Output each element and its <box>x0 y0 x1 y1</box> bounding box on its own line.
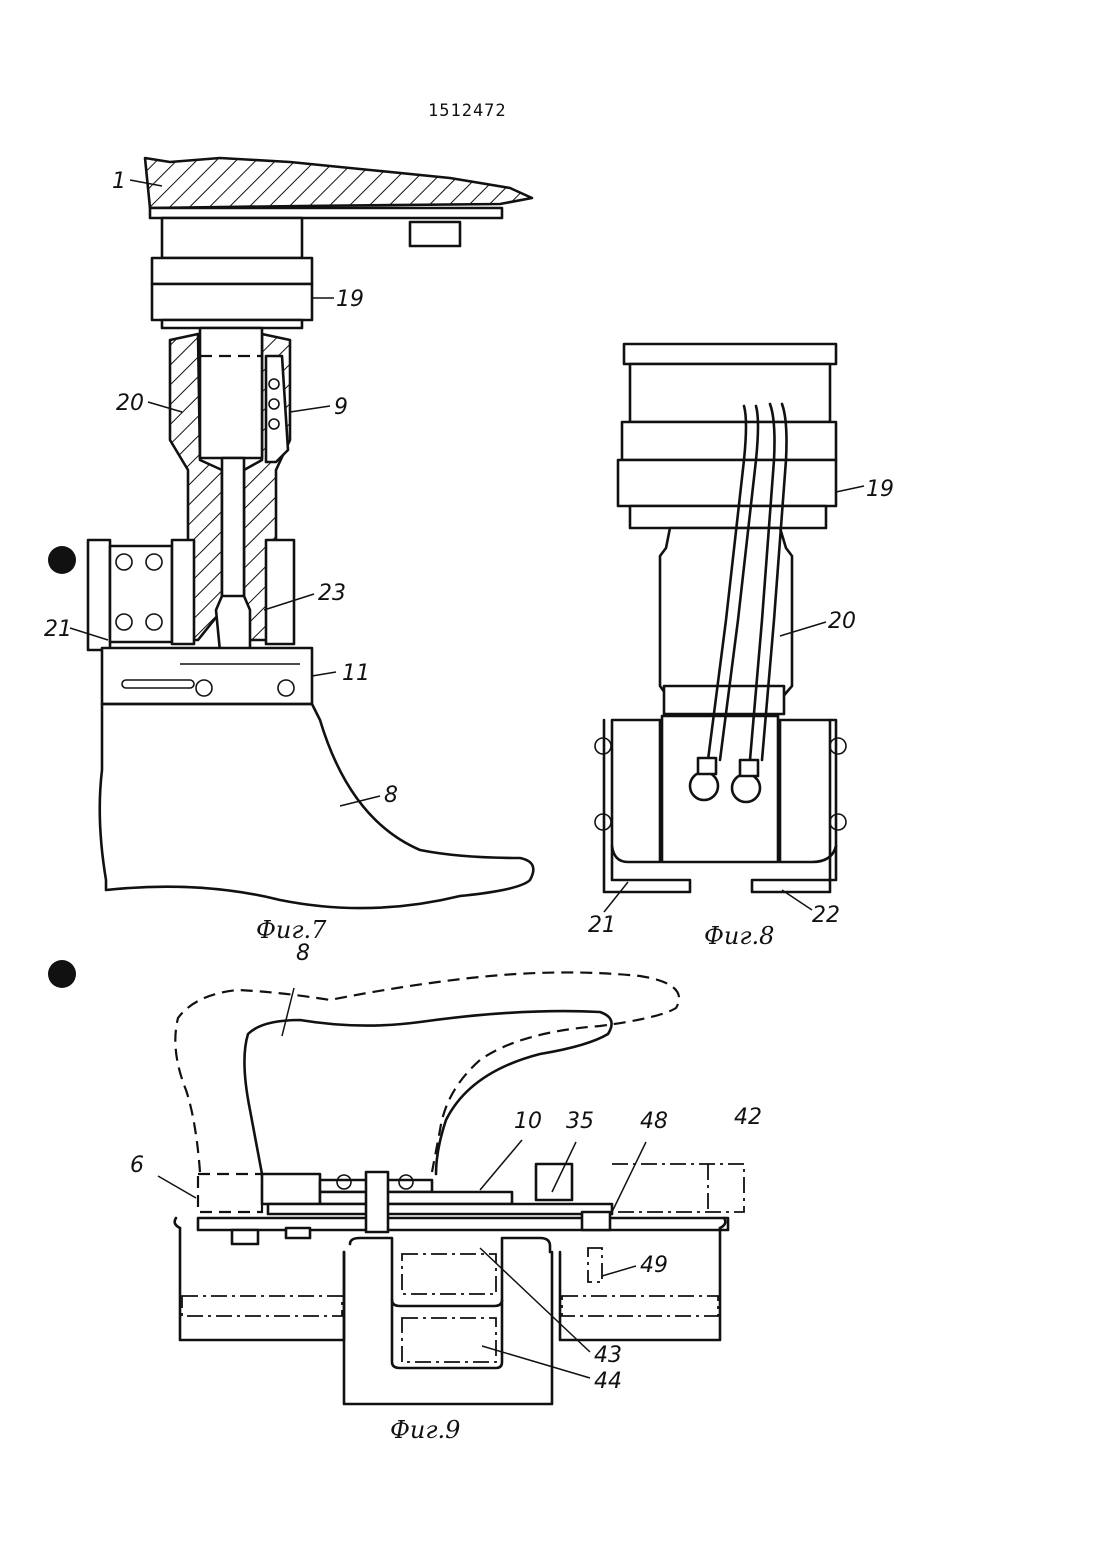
upper-flange <box>152 258 312 284</box>
fig7-label-23: 23 <box>318 581 346 606</box>
fig8-label-21: 21 <box>588 913 616 938</box>
inner-wall-left <box>172 540 194 644</box>
fig8-label-22: 22 <box>812 903 840 928</box>
fig7-label-9: 9 <box>334 395 348 420</box>
fig9-center-channel <box>344 1252 552 1404</box>
fig9-part-35 <box>536 1164 572 1200</box>
fig8-label-19: 19 <box>866 477 894 502</box>
fig9-right-frame <box>560 1228 720 1340</box>
fig8-connector-left <box>690 772 718 800</box>
fig9-foot-8 <box>244 1011 611 1174</box>
fig9-left-rail <box>182 1296 342 1316</box>
fig9-part-48 <box>582 1212 610 1230</box>
fig9-label-48: 48 <box>640 1109 668 1134</box>
fig9-slide <box>268 1204 612 1214</box>
punch-hole-bottom <box>48 960 76 988</box>
part-1-plate <box>145 158 532 208</box>
fig9-caption: Фиг.9 <box>390 1416 460 1444</box>
fig9-part-44 <box>392 1300 502 1368</box>
fig9-part-6-dashed <box>198 1174 262 1212</box>
fig9-label-6: 6 <box>130 1153 144 1178</box>
fig8-label-20: 20 <box>828 609 856 634</box>
fig8-lower-collar <box>630 506 826 528</box>
fig9-block-left <box>262 1174 320 1204</box>
fig9-part-10 <box>320 1192 512 1204</box>
document-number: 1512472 <box>428 101 507 121</box>
fig9-right-rail <box>562 1296 718 1316</box>
figure-8: 19 20 21 22 Фиг.8 <box>588 344 894 950</box>
fig7-label-19: 19 <box>336 287 364 312</box>
fig8-collar <box>622 422 836 460</box>
fig8-top-cap <box>624 344 836 364</box>
plate-underside <box>150 208 502 218</box>
fig9-main-plate <box>198 1218 728 1230</box>
fig7-caption: Фиг.7 <box>256 916 327 944</box>
inner-wall-right <box>266 540 294 644</box>
part-19-flange <box>152 284 312 320</box>
fig9-label-44: 44 <box>594 1369 622 1394</box>
bolt-right <box>410 222 460 246</box>
fig9-part-49 <box>588 1248 602 1282</box>
fig9-label-43: 43 <box>594 1343 622 1368</box>
figure-7: 1 19 20 9 23 21 11 8 Фиг.7 <box>44 158 533 944</box>
fig7-label-8: 8 <box>384 783 398 808</box>
inner-rod-upper <box>200 328 262 458</box>
left-clamp <box>88 540 110 650</box>
fig8-clamp-right <box>780 720 836 862</box>
fig7-label-11: 11 <box>342 661 370 686</box>
fig9-label-10: 10 <box>514 1109 542 1134</box>
part-8-foot <box>100 704 534 908</box>
fig8-clamp-left <box>612 720 660 862</box>
fig9-part-43 <box>350 1238 550 1306</box>
fig8-upper-body <box>630 364 830 422</box>
fig9-left-frame <box>180 1228 344 1340</box>
punch-hole-top <box>48 546 76 574</box>
fig9-foot-dashed <box>175 972 679 1172</box>
fig9-label-42: 42 <box>734 1105 762 1130</box>
upper-block <box>162 218 302 258</box>
inner-rod <box>222 458 244 608</box>
fig8-connector-right <box>732 774 760 802</box>
fig9-label-49: 49 <box>640 1253 668 1278</box>
fig9-label-35: 35 <box>566 1109 594 1134</box>
fig9-post <box>366 1172 388 1232</box>
fig7-label-1: 1 <box>112 169 126 194</box>
fig9-label-8: 8 <box>296 941 310 966</box>
figure-9: 8 6 10 35 48 42 49 43 44 Фиг.9 <box>130 941 762 1444</box>
fig8-caption: Фиг.8 <box>704 922 774 950</box>
fig8-part-19 <box>618 460 836 506</box>
fig7-label-20: 20 <box>116 391 144 416</box>
fig7-label-21: 21 <box>44 617 72 642</box>
